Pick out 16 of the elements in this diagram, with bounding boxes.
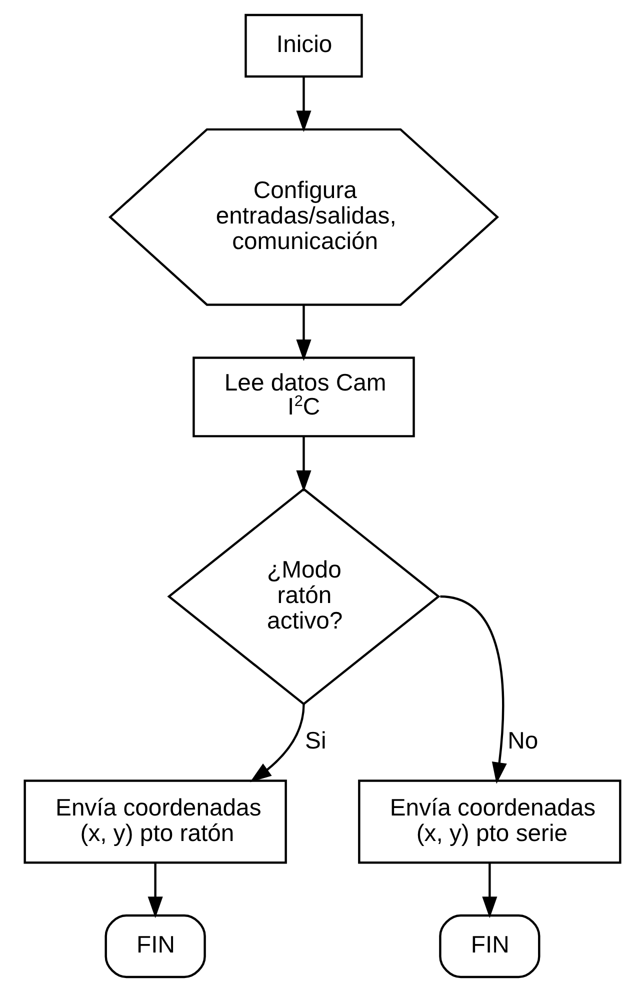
node-box: Envía coordenadas (x, y) pto ratón: [23, 780, 286, 864]
edge-label: Si: [304, 728, 326, 755]
node-diamond: ¿Modo ratón activo?: [166, 488, 440, 706]
arrow: [296, 436, 311, 492]
arrow: [147, 863, 162, 918]
node-box: Envía coordenadas (x, y) pto serie: [358, 780, 621, 864]
arrow: [440, 595, 506, 784]
arrow: [482, 863, 497, 918]
node-box: FIN: [104, 914, 206, 978]
arrow: [296, 76, 311, 132]
node-box: Inicio: [244, 14, 362, 78]
edge-label: No: [507, 728, 538, 755]
arrow: [249, 704, 304, 782]
node-box: FIN: [438, 914, 540, 978]
arrow: [296, 304, 311, 362]
node-box: Lee datos Cam I$^{2}$C: [192, 356, 414, 438]
